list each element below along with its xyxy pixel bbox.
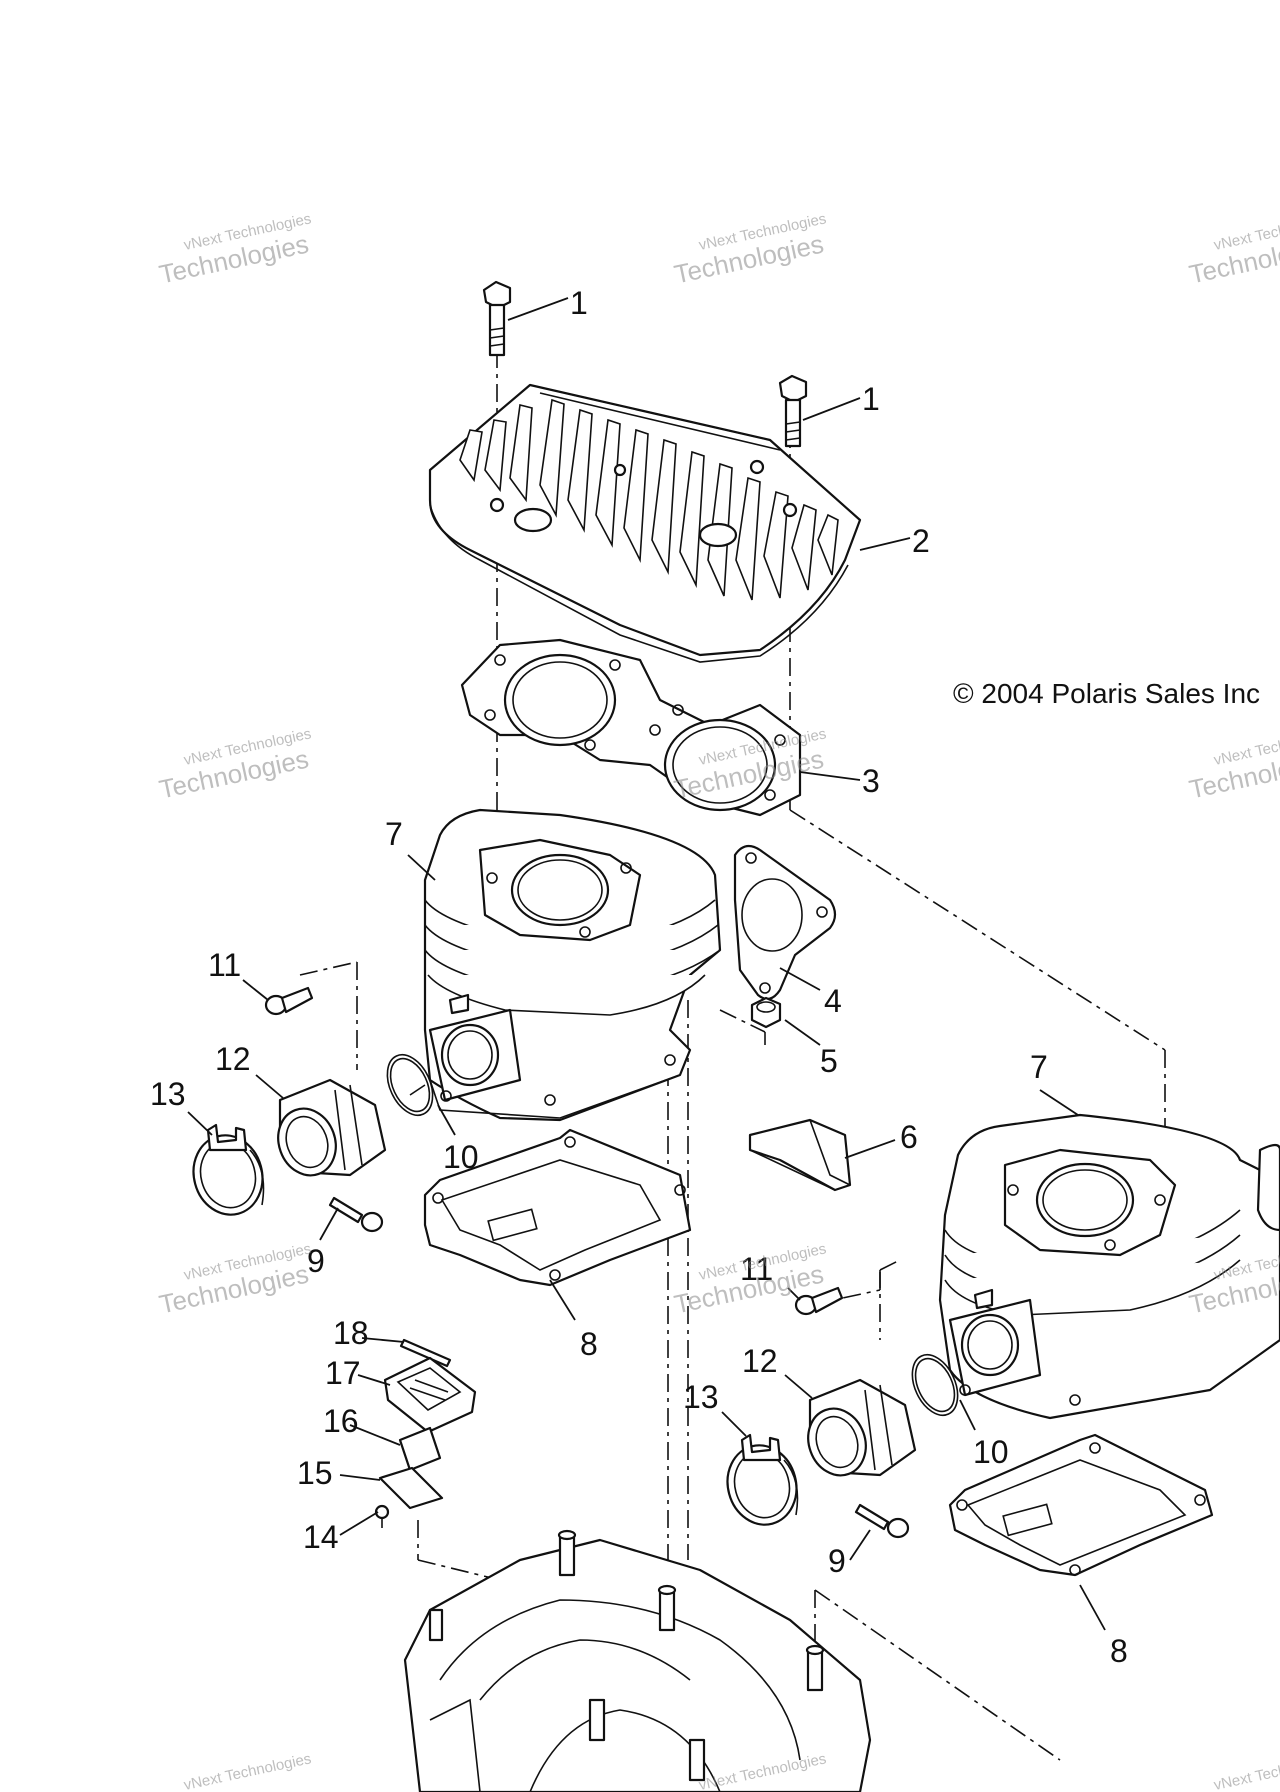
callout-17: 17 [325,1355,361,1391]
callout-3: 3 [862,763,880,799]
watermark: vNext Technologies Technologies [156,210,312,289]
callout-18: 18 [333,1315,369,1351]
intake-clamp-right-13 [726,1433,799,1526]
callout-9-left: 9 [307,1243,325,1279]
callout-8-left: 8 [580,1326,598,1362]
reed-stop-15 [378,1466,444,1510]
reed-petal-16 [398,1426,442,1472]
watermark: vNext Technologies Technologies [156,1240,312,1319]
reed-cage-17 [383,1356,477,1434]
callout-5: 5 [820,1043,838,1079]
intake-oring-right-10 [911,1353,959,1417]
intake-oring-left-10 [386,1053,434,1117]
callout-11-left: 11 [208,947,241,983]
callout-labels: 1 1 2 3 4 5 6 7 7 8 8 9 9 10 10 11 11 12… [150,285,1128,1669]
reed-screw-14 [374,1504,390,1528]
cylinder-head [428,383,862,663]
svg-text:vNext Technologies: vNext Technologies [1212,1750,1280,1792]
watermark: vNext Technologies Technologies [156,725,312,804]
callout-2: 2 [912,523,930,559]
intake-screw-right-11 [794,1286,844,1316]
watermark: vNext Technologies [182,1750,313,1792]
watermark: vNext Technologies Technologies [671,210,827,289]
head-cooling-fins [459,398,839,601]
svg-text:vNext Technologies: vNext Technologies [182,1750,313,1792]
callout-7-right: 7 [1030,1049,1048,1085]
watermark: vNext Technologies [1212,1750,1280,1792]
cylinder-right [938,1113,1280,1420]
callout-13-right: 13 [683,1379,719,1415]
callout-10-left: 10 [443,1139,479,1175]
callout-14: 14 [303,1519,339,1555]
callout-16: 16 [323,1403,359,1439]
cylinder-left [423,808,722,1122]
callout-10-right: 10 [973,1434,1009,1470]
crankcase [403,1529,872,1792]
reed-pin-18 [399,1338,452,1368]
callout-11-right: 11 [740,1251,773,1287]
mount-bracket [748,1118,852,1192]
base-gasket-right [948,1433,1214,1577]
callout-13-left: 13 [150,1076,186,1112]
callout-12-right: 12 [742,1343,778,1379]
callout-15: 15 [297,1455,333,1491]
callout-7-left: 7 [385,816,403,852]
intake-clamp-left-13 [192,1123,265,1216]
watermark: vNext Technologies Technologies [1186,725,1280,804]
exhaust-nut [750,996,782,1029]
callout-1-right: 1 [862,381,880,417]
watermark: vNext Technologies Technologies [1186,210,1280,289]
base-gasket-left [423,1128,692,1287]
intake-boot-right-12 [807,1378,917,1477]
head-bolt-left [482,280,512,357]
callout-6: 6 [900,1119,918,1155]
head-gasket [460,638,802,817]
head-bolt-right [778,374,808,448]
intake-screw-left-11 [264,986,314,1016]
exhaust-gasket [733,844,837,1001]
callout-12-left: 12 [215,1041,251,1077]
callout-4: 4 [824,983,842,1019]
leader-lines [187,297,1106,1631]
callout-1-left: 1 [570,285,588,321]
copyright-notice: © 2004 Polaris Sales Inc [953,678,1260,709]
callout-8-right: 8 [1110,1633,1128,1669]
intake-screw-left-9 [328,1196,384,1233]
callout-9-right: 9 [828,1543,846,1579]
intake-screw-right-9 [854,1503,910,1539]
intake-boot-left-12 [277,1078,387,1177]
